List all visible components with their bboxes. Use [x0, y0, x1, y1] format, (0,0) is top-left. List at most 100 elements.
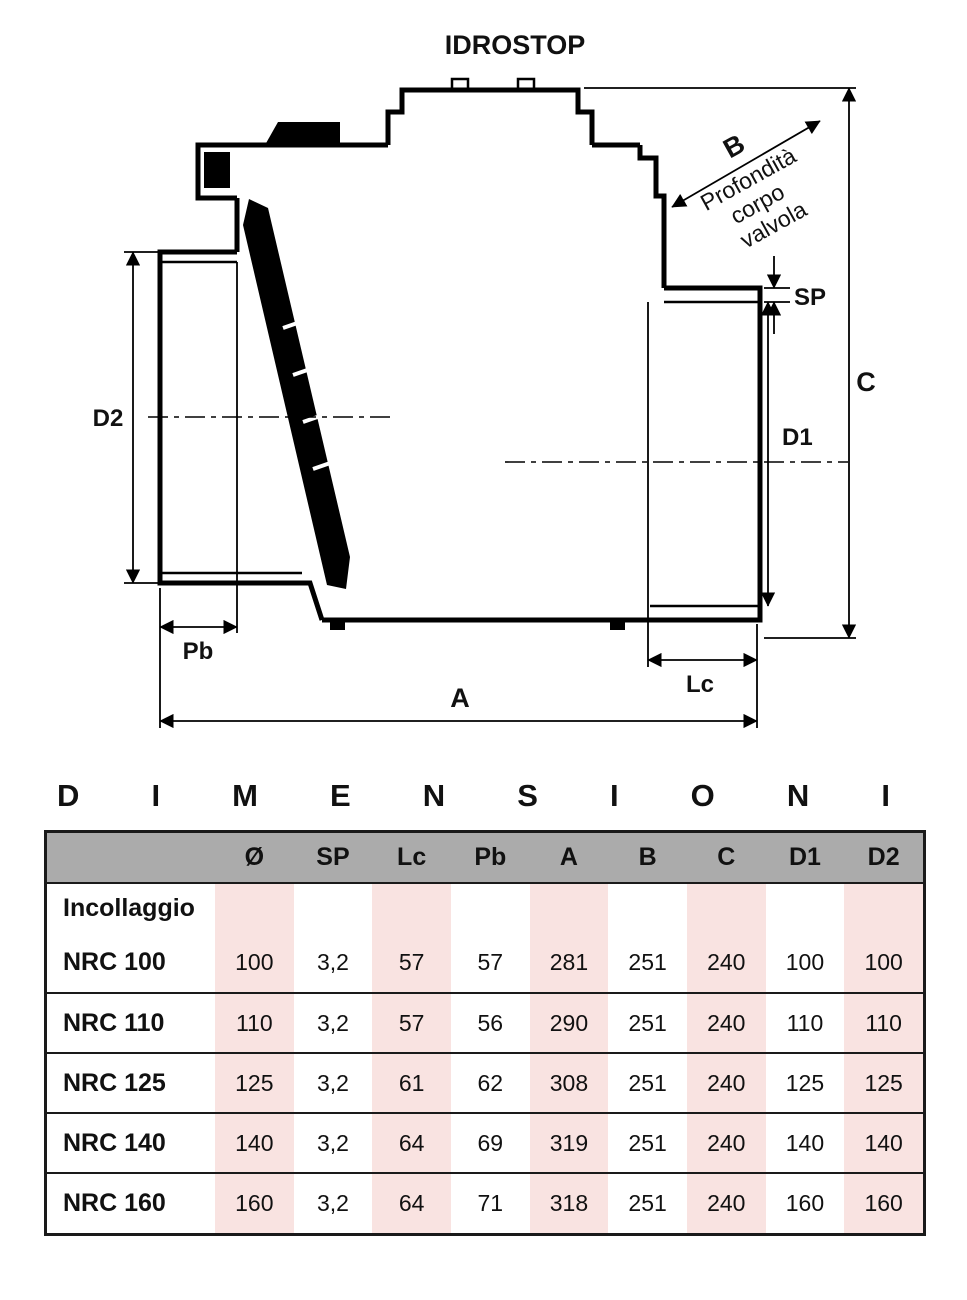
label-c: C: [856, 367, 876, 397]
valve-cap-outline: [385, 87, 595, 145]
dimensions-table: Ø SP Lc Pb A B C D1 D2 Incollaggio NRC 1…: [47, 833, 923, 1233]
label-b: B: [718, 128, 750, 164]
table-cell: 319: [529, 1112, 609, 1173]
table-cell: 3,2: [316, 949, 349, 975]
column-header-a: A: [529, 833, 609, 884]
label-d2: D2: [93, 405, 124, 432]
table-cell: 57: [372, 933, 451, 993]
hinge-box-outline: [195, 142, 237, 201]
label-b-note: Profondità corpo valvola: [696, 142, 811, 253]
table-cell: [529, 883, 609, 933]
hinge-insert: [204, 152, 230, 188]
table-title-letter: I: [151, 778, 161, 813]
row-label: NRC 100: [63, 948, 166, 976]
label-a: A: [450, 683, 470, 713]
column-header-d2: D2: [844, 833, 923, 884]
table-cell: 308: [529, 1052, 609, 1113]
table-title-letter: E: [330, 778, 351, 813]
table-cell: 64: [372, 1172, 451, 1233]
table-title-letter: D: [57, 778, 80, 813]
table-title-letter: N: [786, 778, 810, 813]
table-cell: [372, 883, 451, 933]
table-cell: 251: [608, 992, 687, 1053]
column-header-d1: D1: [765, 833, 845, 884]
table-cell: 125: [215, 1052, 294, 1113]
table-cell: [608, 883, 687, 933]
table-cell: [686, 883, 766, 933]
foot-left: [330, 620, 345, 630]
row-label: NRC 160: [47, 1172, 215, 1233]
table-row: NRC 100 100 3,2 57 57 281 251 240 100 10…: [47, 933, 923, 993]
table-row: NRC 160 160 3,2 64 71 318 251 240 160 16…: [47, 1172, 923, 1233]
table-group-row: Incollaggio: [47, 883, 923, 933]
right-stepped-wall: [637, 145, 667, 288]
table-cell: 71: [450, 1172, 530, 1233]
column-header-c: C: [686, 833, 766, 884]
top-wedge-block: [265, 122, 340, 145]
table-cell: 61: [372, 1052, 451, 1113]
valve-technical-drawing: IDROSTOP: [93, 30, 876, 729]
table-cell: 64: [372, 1112, 451, 1173]
table-cell: [215, 883, 294, 933]
table-cell: 3,2: [293, 992, 373, 1053]
sp-extension-ticks: [764, 287, 790, 303]
table-cell: 281: [529, 933, 609, 993]
table-cell: 140: [844, 1112, 923, 1173]
table-cell: 62: [450, 1052, 530, 1113]
valve-body-outline: [157, 77, 763, 623]
table-cell: 125: [765, 1052, 845, 1113]
column-header-lc: Lc: [372, 833, 451, 884]
valve-solid-parts: [204, 122, 625, 630]
table-cell: 3,2: [293, 1052, 373, 1113]
diagram-title: IDROSTOP: [445, 30, 586, 60]
label-d1: D1: [782, 424, 813, 451]
column-header-b: B: [608, 833, 687, 884]
table-title: D I M E N S I O N I: [57, 778, 890, 814]
table-cell: 160: [844, 1172, 923, 1233]
table-cell: 240: [686, 933, 766, 993]
label-pb: Pb: [183, 638, 214, 665]
group-label: Incollaggio: [63, 894, 195, 922]
table-row: NRC 110 110 3,2 57 56 290 251 240 110 11…: [47, 992, 923, 1053]
row-label: NRC 125: [47, 1052, 215, 1113]
table-cell: 100: [785, 949, 825, 975]
table-title-letter: M: [232, 778, 258, 813]
table-title-letter: O: [690, 778, 715, 813]
table-cell: 110: [215, 992, 294, 1053]
row-label: NRC 140: [47, 1112, 215, 1173]
row-label: NRC 110: [47, 992, 215, 1053]
table-cell: 100: [215, 933, 294, 993]
table-cell: 110: [844, 992, 923, 1053]
table-cell: 3,2: [293, 1172, 373, 1233]
table-title-letter: S: [517, 778, 538, 813]
table-cell: 160: [215, 1172, 294, 1233]
dimensions-table-wrap: Ø SP Lc Pb A B C D1 D2 Incollaggio NRC 1…: [44, 830, 926, 1236]
table-cell: 100: [844, 933, 923, 993]
table-cell: 240: [686, 1052, 766, 1113]
table-cell: 140: [765, 1112, 845, 1173]
label-sp: SP: [794, 284, 826, 311]
table-header-row: Ø SP Lc Pb A B C D1 D2: [47, 833, 923, 884]
flap-hatch-marks: [282, 318, 337, 471]
table-title-letter: I: [609, 778, 619, 813]
table-cell: 110: [765, 992, 845, 1053]
label-lc: Lc: [686, 671, 714, 698]
column-header-diameter: Ø: [215, 833, 294, 884]
table-cell: [766, 883, 845, 933]
table-cell: 140: [215, 1112, 294, 1173]
table-cell: 251: [608, 1112, 687, 1173]
foot-right: [610, 620, 625, 630]
table-cell: [451, 883, 530, 933]
table-title-letter: I: [881, 778, 890, 813]
table-cell: 251: [628, 949, 667, 975]
b-dimension-line: [671, 120, 821, 208]
table-row: NRC 125 125 3,2 61 62 308 251 240 125 12…: [47, 1052, 923, 1113]
centerlines: [148, 416, 848, 463]
column-header-pb: Pb: [450, 833, 530, 884]
table-cell: [844, 883, 923, 933]
table-row: NRC 140 140 3,2 64 69 319 251 240 140 14…: [47, 1112, 923, 1173]
right-port-outline: [322, 285, 763, 623]
table-cell: 56: [450, 992, 530, 1053]
left-port-socket-lines: [160, 260, 302, 575]
table-cell: 125: [844, 1052, 923, 1113]
